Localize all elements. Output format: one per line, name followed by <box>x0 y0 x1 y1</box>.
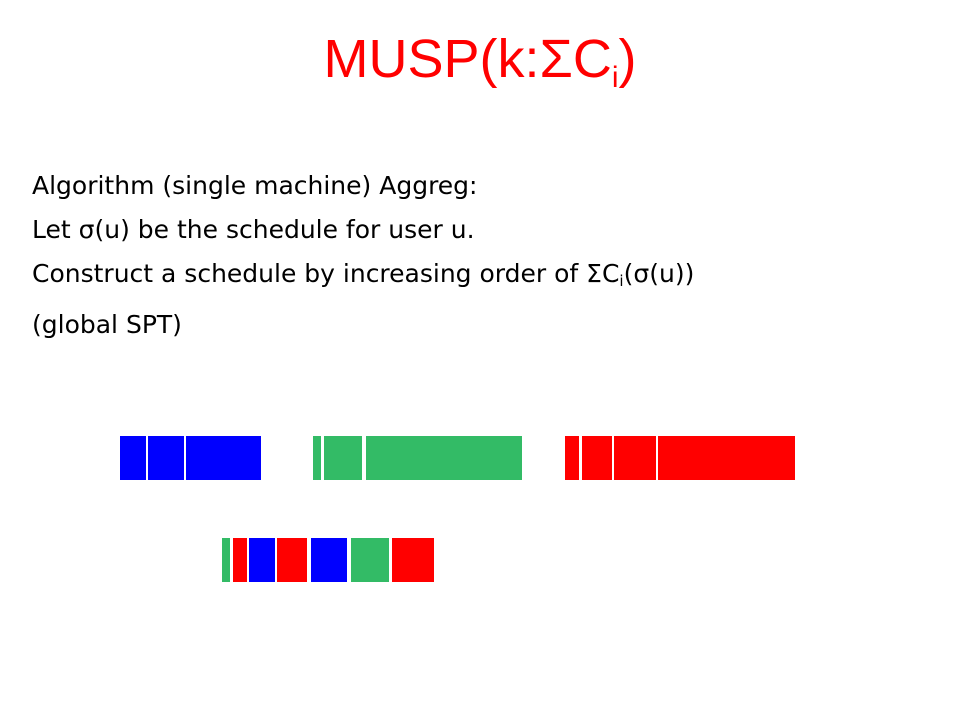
title-main: MUSP(k:ΣC <box>323 29 612 89</box>
job-block-red <box>658 436 795 480</box>
sigma-symbol-2: σ <box>633 259 650 288</box>
let-rest-text: (u) be the schedule for user u. <box>94 215 475 244</box>
job-block-blue <box>249 538 275 582</box>
job-block-green <box>313 436 321 480</box>
construct-rest-text: (u)) <box>649 259 695 288</box>
construct-line: Construct a schedule by increasing order… <box>32 252 932 303</box>
job-block-red <box>233 538 247 582</box>
title-subscript: i <box>611 61 619 94</box>
job-block-blue <box>186 436 261 480</box>
sigma-symbol: σ <box>78 215 95 244</box>
job-block-red <box>277 538 307 582</box>
sum-c-subscript: i <box>619 272 624 290</box>
job-block-red <box>392 538 434 582</box>
algorithm-line: Algorithm (single machine) Aggreg: <box>32 171 478 200</box>
slide-body: Algorithm (single machine) Aggreg: Let σ… <box>32 164 932 347</box>
slide-title: MUSP(k:ΣCi) <box>0 29 960 94</box>
open-paren: ( <box>623 259 634 288</box>
job-block-green <box>366 436 522 480</box>
job-block-green <box>351 538 389 582</box>
title-close: ) <box>618 29 637 89</box>
job-block-red <box>582 436 612 480</box>
job-block-blue <box>148 436 184 480</box>
job-block-blue <box>311 538 347 582</box>
construct-text: Construct a schedule by increasing order… <box>32 259 587 288</box>
job-block-green <box>222 538 230 582</box>
sum-c-symbol: ΣC <box>586 259 620 288</box>
job-block-red <box>565 436 579 480</box>
job-block-blue <box>120 436 146 480</box>
job-block-red <box>614 436 656 480</box>
let-line: Let σ(u) be the schedule for user u. <box>32 208 932 252</box>
job-block-green <box>324 436 362 480</box>
global-spt-line: (global SPT) <box>32 310 182 339</box>
let-text: Let <box>32 215 79 244</box>
